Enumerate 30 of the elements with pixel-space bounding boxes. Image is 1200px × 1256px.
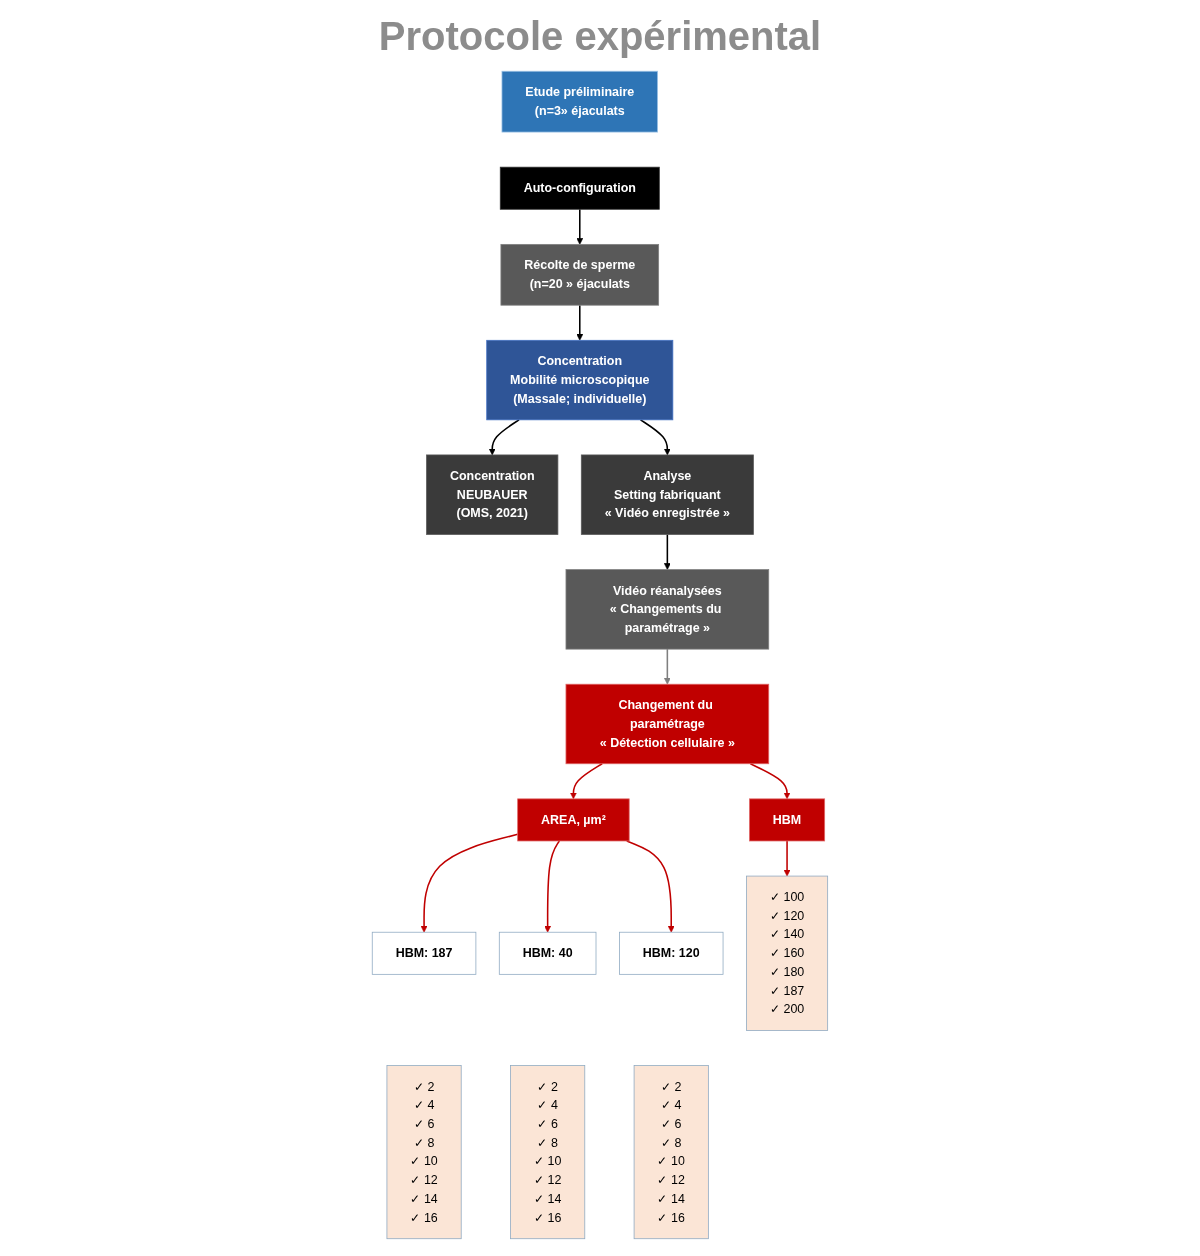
node-box: Récolte de sperme (n=20 » éjaculats [500,244,660,306]
arrow [488,419,520,456]
node-box: Analyse Setting fabriquant « Vidéo enregistrée » [580,454,754,535]
diagram-title: Protocole expérimental [377,14,823,59]
arrow [639,419,671,456]
node-box: HBM [749,798,826,842]
node-box: ✓ 2 ✓ 4 ✓ 6 ✓ 8 ✓ 10 ✓ 12 ✓ 14 ✓ 16 [633,1065,709,1240]
arrow [544,840,561,933]
node-box: Vidéo réanalysées « Changements du paramétrage » [565,569,770,650]
node-box: HBM: 120 [619,931,724,975]
node-box: ✓ 100 ✓ 120 ✓ 140 ✓ 160 ✓ 180 ✓ 187 ✓ 200 [746,875,829,1031]
arrow [576,304,584,341]
node-box: Concentration NEUBAUER (OMS, 2021) [426,454,559,535]
node-box: Changement du paramétrage « Détection cellulaire » [565,683,770,765]
arrow [570,763,603,800]
arrow [783,840,791,877]
arrow [576,208,584,245]
node-box: ✓ 2 ✓ 4 ✓ 6 ✓ 8 ✓ 10 ✓ 12 ✓ 14 ✓ 16 [510,1065,586,1240]
arrow [626,840,675,933]
node-box: Auto-configuration [499,166,660,210]
arrow [663,648,671,685]
arrow [420,833,519,933]
arrow [749,763,791,800]
node-box: AREA, µm² [517,798,630,842]
node-box: ✓ 2 ✓ 4 ✓ 6 ✓ 8 ✓ 10 ✓ 12 ✓ 14 ✓ 16 [386,1065,462,1240]
arrow [663,533,671,570]
node-box: HBM: 187 [371,931,477,975]
node-box: Etude préliminaire (n=3» éjaculats [501,70,659,133]
node-box: Concentration Mobilité microscopique (Massale; individuelle) [486,339,674,421]
node-box: HBM: 40 [498,931,597,975]
